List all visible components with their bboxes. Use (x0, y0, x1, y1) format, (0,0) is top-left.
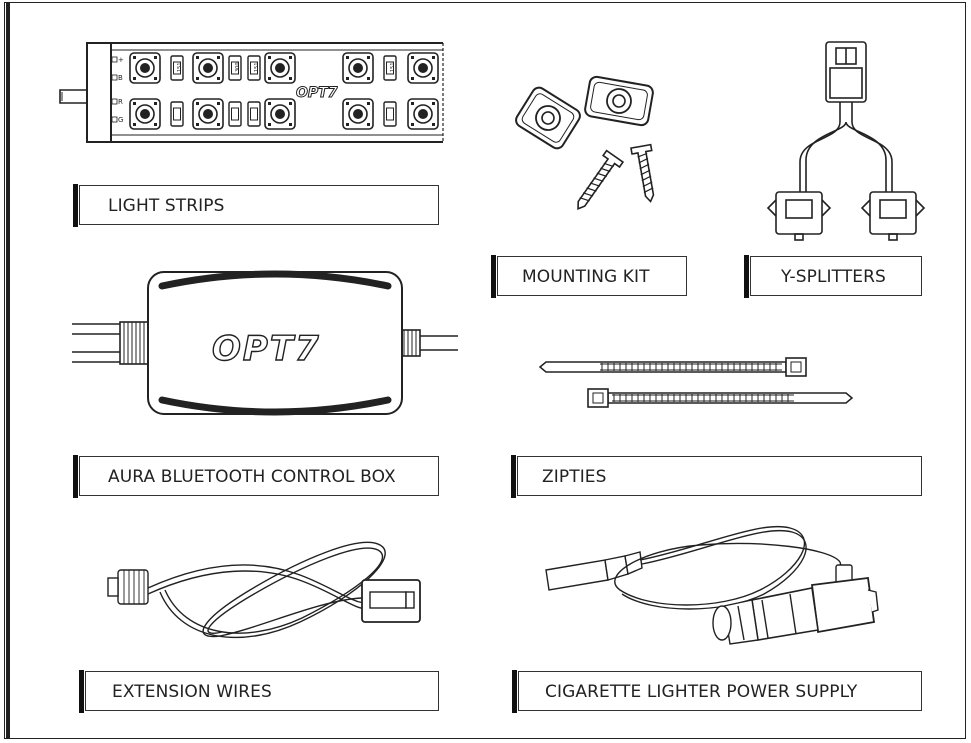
pin-label-plus: + (118, 56, 124, 64)
chip-mark: 151 (254, 62, 260, 72)
label-accent-bar (73, 455, 78, 498)
chip-mark: 300 (235, 62, 241, 72)
y-splitters-label: Y-SPLITTERS (744, 255, 922, 298)
zipties-label-text: ZIPTIES (542, 467, 607, 487)
pin-label-b: B (118, 74, 123, 82)
mounting-kit-illustration (515, 75, 655, 210)
label-accent-bar (491, 255, 496, 298)
light-strips-label: LIGHT STRIPS (73, 184, 439, 227)
y-splitters-label-text: Y-SPLITTERS (781, 267, 886, 287)
y-splitter-illustration (766, 41, 926, 241)
control-box-brand-logo: OPT7 (212, 329, 321, 369)
zipties-label: ZIPTIES (511, 455, 922, 498)
pin-label-r: R (118, 98, 123, 106)
pin-label-g: G (118, 116, 123, 124)
cig-lighter-label-text: CIGARETTE LIGHTER POWER SUPPLY (545, 682, 858, 702)
chip-mark: 151 (390, 62, 396, 72)
light-strips-label-text: LIGHT STRIPS (108, 196, 225, 216)
label-accent-bar (73, 184, 78, 227)
label-accent-bar (744, 255, 749, 298)
cig-lighter-illustration (545, 525, 879, 645)
chip-mark: 151 (177, 62, 183, 72)
label-accent-bar (79, 670, 84, 713)
extension-wires-label: EXTENSION WIRES (79, 670, 439, 713)
mounting-kit-label-text: MOUNTING KIT (522, 267, 650, 287)
zipties-illustration (538, 357, 854, 408)
control-box-label-text: AURA BLUETOOTH CONTROL BOX (108, 467, 396, 487)
cig-lighter-label: CIGARETTE LIGHTER POWER SUPPLY (512, 670, 922, 713)
control-box-label: AURA BLUETOOTH CONTROL BOX (73, 455, 439, 498)
mounting-kit-label: MOUNTING KIT (491, 255, 687, 298)
extension-wires-illustration (107, 541, 421, 639)
page-frame (4, 2, 966, 739)
label-accent-bar (511, 455, 516, 498)
extension-wires-label-text: EXTENSION WIRES (112, 682, 272, 702)
strip-brand-logo: OPT7 (296, 85, 338, 101)
control-box-illustration: OPT7 (72, 270, 458, 416)
label-accent-bar (512, 670, 517, 713)
page-left-rule (6, 2, 10, 739)
light-strip-illustration: + B R G 151 300 151 151 OPT7 (59, 42, 444, 143)
